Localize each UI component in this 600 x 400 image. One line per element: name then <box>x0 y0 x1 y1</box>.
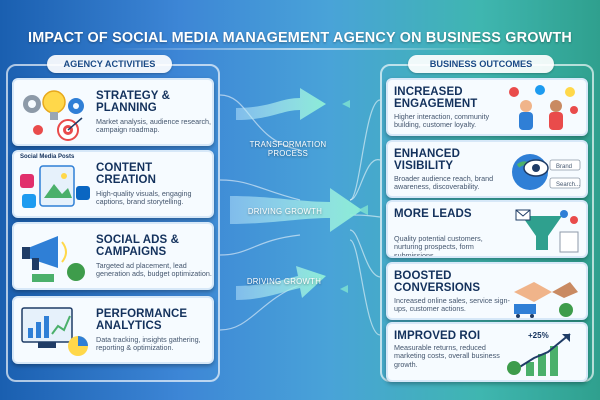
outcome-desc: Quality potential customers, nurturing p… <box>394 234 483 258</box>
growth-chart-icon: +25% <box>504 328 582 376</box>
activities-header: AGENCY ACTIVITIES <box>47 55 172 73</box>
activity-card-ads: SOCIAL ADS & CAMPAIGNS Targeted ad place… <box>12 222 214 290</box>
lightbulb-gears-target-icon <box>18 84 92 141</box>
activity-card-content: Social Media Posts CONTENT CREATION High… <box>12 150 214 218</box>
brand-search-text: Brand <box>556 164 572 170</box>
search-placeholder-text: Search... <box>556 182 580 188</box>
outcome-title: ENHANCED VISIBILITY <box>394 148 460 172</box>
outcome-card-visibility: ENHANCED VISIBILITY Broader audience rea… <box>386 140 588 198</box>
outcome-desc: Broader audience reach, brand awareness,… <box>394 174 494 192</box>
people-reactions-icon <box>504 84 582 130</box>
flow-label-middle: DRIVING GROWTH <box>247 207 323 216</box>
globe-eye-search-icon: Brand Search... <box>504 146 582 192</box>
activity-card-strategy: STRATEGY & PLANNING Market analysis, aud… <box>12 78 214 146</box>
funnel-leads-icon <box>504 206 582 253</box>
outcome-desc: Higher interaction, community building, … <box>394 112 490 130</box>
activity-desc: Data tracking, insights gathering, repor… <box>96 335 201 353</box>
outcome-card-engagement: INCREASED ENGAGEMENT Higher interaction,… <box>386 78 588 136</box>
roi-badge: +25% <box>528 331 549 340</box>
activity-title: PERFORMANCE ANALYTICS <box>96 308 188 332</box>
flow-arrow-top <box>236 88 326 120</box>
activity-title: CONTENT CREATION <box>96 162 157 186</box>
activity-desc: Market analysis, audience research, camp… <box>96 117 212 135</box>
handshake-cart-icon <box>504 268 582 318</box>
outcome-desc: Measurable returns, reduced marketing co… <box>394 343 500 369</box>
outcome-title: BOOSTED CONVERSIONS <box>394 270 481 294</box>
social-posts-icon <box>18 156 92 212</box>
outcome-card-leads: MORE LEADS Quality potential customers, … <box>386 200 588 258</box>
flow-arrow-bottom <box>236 266 326 300</box>
outcome-title: IMPROVED ROI <box>394 330 481 342</box>
megaphone-money-icon <box>18 228 92 284</box>
activity-card-analytics: PERFORMANCE ANALYTICS Data tracking, ins… <box>12 296 214 364</box>
title-divider <box>110 48 490 50</box>
outcome-title: MORE LEADS <box>394 208 472 220</box>
social-posts-label: Social Media Posts <box>20 154 75 160</box>
activity-desc: High-quality visuals, engaging captions,… <box>96 189 192 207</box>
flow-label-bottom: DRIVING GROWTH <box>246 277 322 286</box>
analytics-dashboard-icon <box>18 302 92 358</box>
page-title: IMPACT OF SOCIAL MEDIA MANAGEMENT AGENCY… <box>28 30 572 46</box>
flow-label-top: TRANSFORMATION PROCESS <box>249 140 327 158</box>
outcome-card-conversions: BOOSTED CONVERSIONS Increased online sal… <box>386 262 588 320</box>
activity-desc: Targeted ad placement, lead generation a… <box>96 261 212 279</box>
outcome-card-roi: IMPROVED ROI Measurable returns, reduced… <box>386 322 588 382</box>
activity-title: STRATEGY & PLANNING <box>96 90 171 114</box>
outcome-title: INCREASED ENGAGEMENT <box>394 86 478 110</box>
outcomes-header: BUSINESS OUTCOMES <box>408 55 554 73</box>
activity-title: SOCIAL ADS & CAMPAIGNS <box>96 234 179 258</box>
flow-arrow-middle <box>230 188 362 232</box>
outcome-desc: Increased online sales, service sign-ups… <box>394 296 510 314</box>
